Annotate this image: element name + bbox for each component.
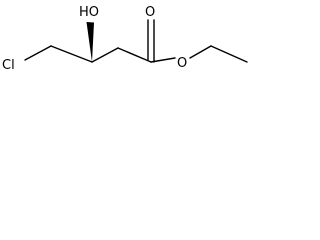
bond-cl-c4 — [24, 45, 52, 61]
bond-c3-c2 — [91, 47, 119, 63]
bond-c4-c3 — [50, 45, 93, 63]
atom-label-cl: Cl — [2, 58, 15, 73]
bond-o-ester-ch2 — [189, 45, 212, 59]
atom-label-ester-oxygen: O — [177, 56, 187, 71]
atom-label-hydroxyl: HO — [79, 5, 99, 20]
bond-ch2-ch3 — [210, 45, 248, 63]
bond-c2-c1 — [117, 47, 152, 63]
chemical-structure: Cl HO O O — [2, 5, 248, 73]
wedge-bond-c3-oh — [86, 22, 94, 62]
atom-label-carbonyl-oxygen: O — [145, 5, 155, 20]
bond-c1-o-ester — [150, 57, 176, 63]
